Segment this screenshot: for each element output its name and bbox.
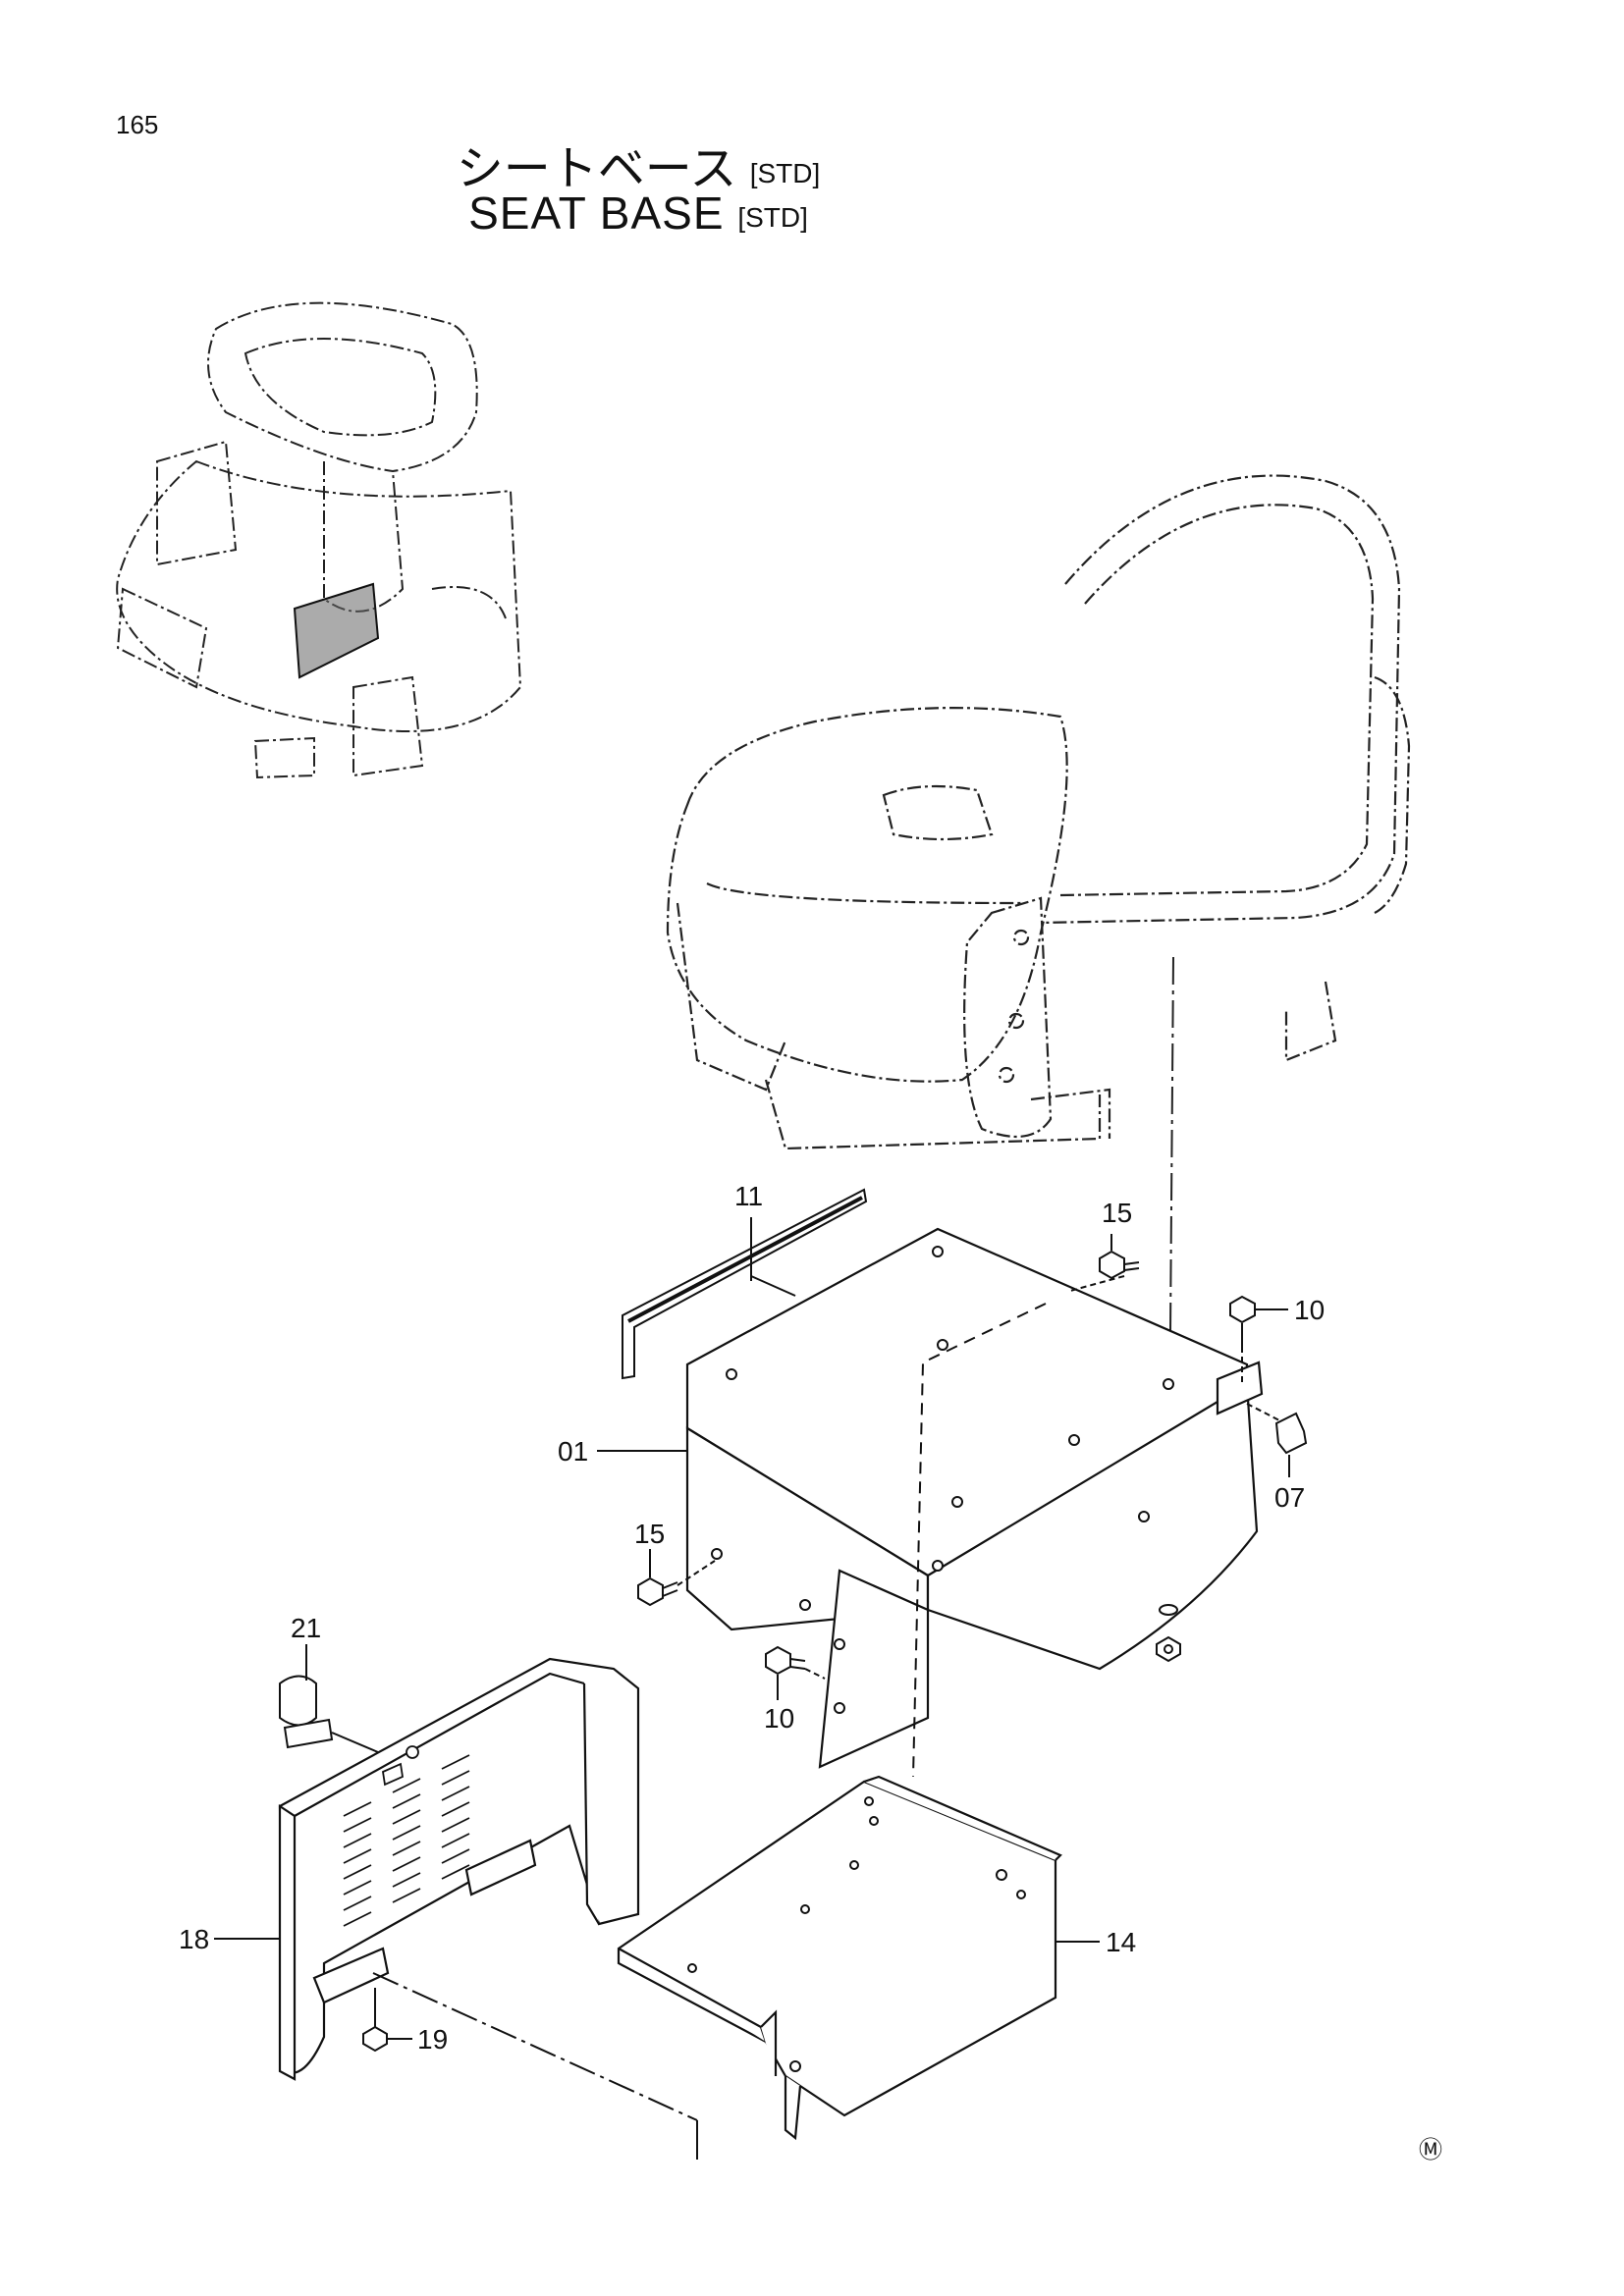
- callout-15-upper: 15: [1102, 1198, 1132, 1228]
- callout-07: 07: [1274, 1482, 1305, 1513]
- page-number: 165: [116, 110, 159, 139]
- callout-10-lower: 10: [764, 1703, 794, 1734]
- callout-10-upper: 10: [1294, 1295, 1325, 1325]
- title-en-text: SEAT BASE: [468, 187, 725, 239]
- part-14-holes: [687, 1796, 1026, 2072]
- part-11-seal-strip: [622, 1188, 868, 1380]
- part-01-mounting-holes: [711, 1246, 1174, 1714]
- callout-leaders: [214, 1234, 1290, 2040]
- circled-m-mark: Ⓜ: [1419, 2137, 1442, 2163]
- page-title-en: SEAT BASE [STD]: [0, 187, 1276, 240]
- part-21-latch: [279, 1675, 379, 1753]
- title-en-variant-tag: [STD]: [737, 202, 808, 234]
- title-jp-variant-tag: [STD]: [749, 158, 821, 189]
- part-10-bolt-lower: [765, 1645, 826, 1680]
- part-15-bolt-lower: [637, 1560, 716, 1607]
- part-18-front-cover: [278, 1657, 640, 2081]
- part-10-bolt-upper: [1229, 1295, 1256, 1382]
- part-14-bracket-tray: [617, 1775, 1062, 2141]
- callout-19: 19: [417, 2024, 448, 2055]
- callout-21: 21: [291, 1613, 321, 1643]
- title-jp-text: シートベース: [456, 143, 737, 195]
- seal-strip-placement-line: [750, 1275, 796, 1297]
- callout-11: 11: [734, 1181, 763, 1211]
- operator-seat-reference: [666, 474, 1411, 1150]
- callout-14: 14: [1106, 1927, 1136, 1957]
- callout-18: 18: [179, 1924, 209, 1954]
- part-07-cap: [1246, 1403, 1308, 1455]
- part-01-seat-base-box: [685, 1227, 1264, 1769]
- part-19-screw: [362, 1988, 388, 2053]
- hidden-edge-dashes: [912, 1303, 1047, 1778]
- excavator-overview-illustration: [116, 301, 522, 779]
- part-18-vent-slots: [343, 1745, 470, 1927]
- cover-assembly-line: [372, 1972, 698, 2121]
- seat-base-location-highlight: [293, 582, 380, 679]
- washer-and-nut: [1156, 1604, 1181, 1663]
- callout-15-lower: 15: [634, 1519, 665, 1549]
- part-15-bolt-upper: [1069, 1250, 1140, 1292]
- callout-01: 01: [558, 1436, 588, 1467]
- page-title-jp: シートベース [STD]: [0, 130, 1276, 198]
